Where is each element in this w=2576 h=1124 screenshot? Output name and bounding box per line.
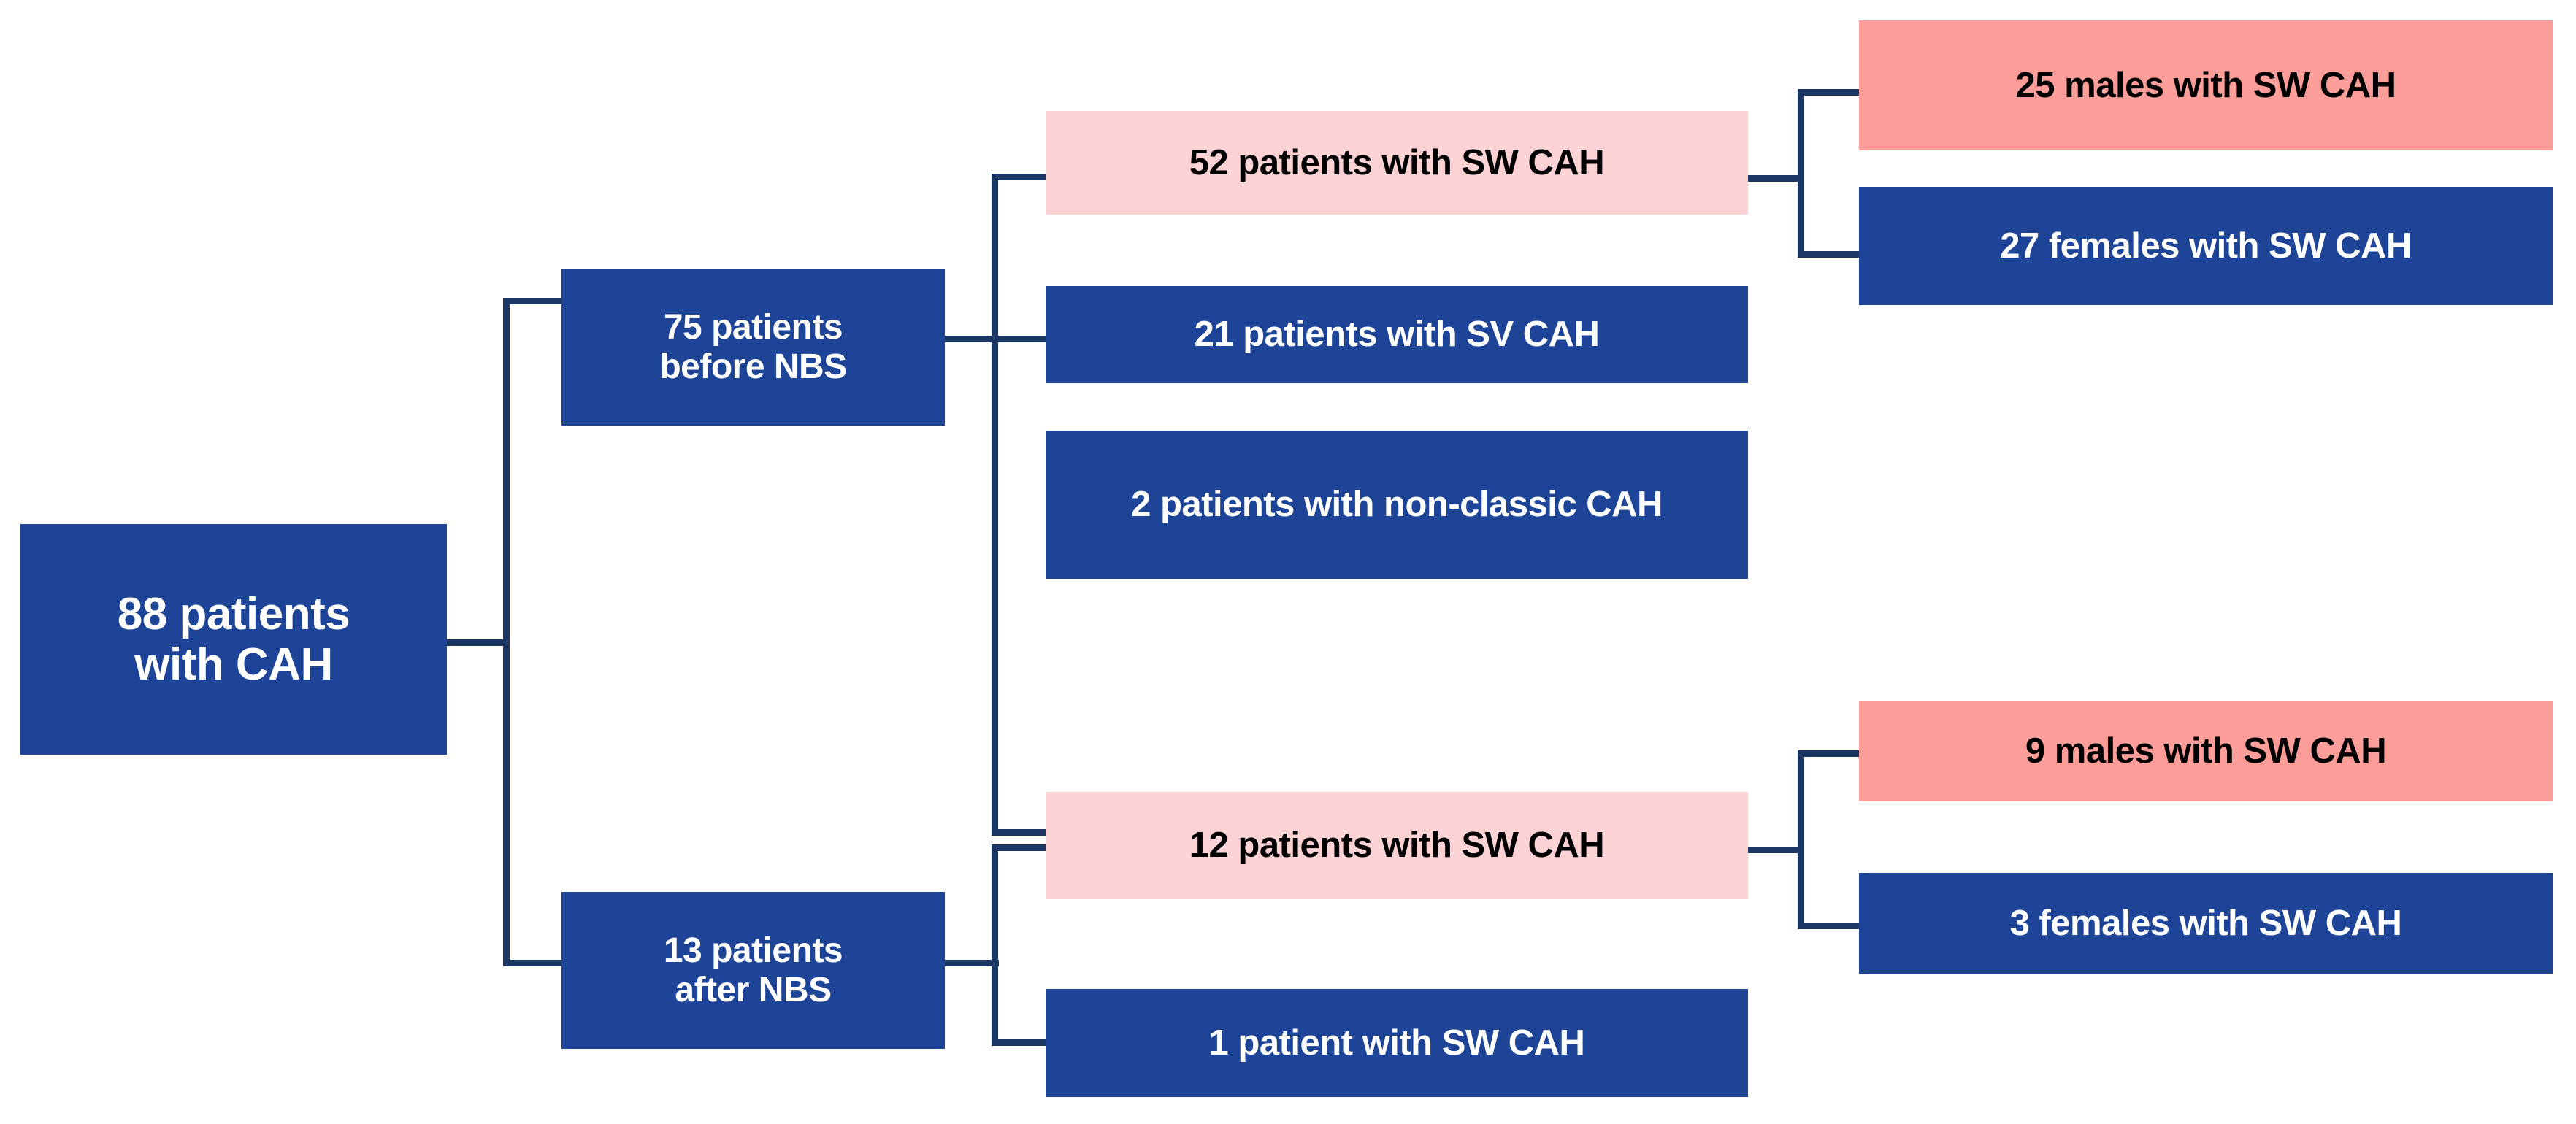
node-27-females-with-sw-cah: 27 females with SW CAH: [1859, 187, 2553, 305]
connector-after-sw-to-females: [1798, 923, 1860, 929]
connector-before-nbs-trunk: [992, 174, 998, 835]
connector-before-nbs-stub: [940, 336, 999, 342]
connector-root-to-before-nbs: [503, 298, 561, 304]
node-21-patients-with-sv-cah: 21 patients with SV CAH: [1046, 286, 1748, 383]
connector-root-trunk: [503, 298, 510, 966]
node-label: 12 patients with SW CAH: [1189, 825, 1605, 866]
node-1-patient-with-sw-cah: 1 patient with SW CAH: [1046, 989, 1748, 1097]
connector-before-nbs-to-nonclassic: [992, 829, 1050, 836]
node-label: 9 males with SW CAH: [2025, 731, 2387, 771]
node-2-patients-with-non-classic-cah: 2 patients with non-classic CAH: [1046, 431, 1748, 579]
connector-after-nbs-trunk: [992, 844, 998, 1045]
node-13-patients-after-nbs: 13 patients after NBS: [561, 892, 945, 1049]
node-label: 2 patients with non-classic CAH: [1131, 485, 1663, 525]
connector-before-sw-stub: [1748, 175, 1803, 182]
connector-after-sw-trunk: [1798, 750, 1804, 928]
connector-after-sw-to-males: [1798, 750, 1860, 757]
node-3-females-with-sw-cah: 3 females with SW CAH: [1859, 873, 2553, 974]
connector-after-sw-stub: [1748, 847, 1803, 853]
node-12-patients-with-sw-cah: 12 patients with SW CAH: [1046, 792, 1748, 899]
node-25-males-with-sw-cah: 25 males with SW CAH: [1859, 20, 2553, 150]
node-label: 52 patients with SW CAH: [1189, 142, 1605, 182]
node-label: 27 females with SW CAH: [2000, 226, 2412, 266]
node-root-88-patients-with-cah: 88 patients with CAH: [20, 524, 447, 755]
connector-after-nbs-to-sw: [992, 844, 1050, 851]
connector-root-to-after-nbs: [503, 960, 561, 966]
connector-before-sw-trunk: [1798, 89, 1804, 258]
node-label: 13 patients after NBS: [663, 931, 843, 1009]
connector-after-nbs-stub: [940, 960, 999, 966]
connector-before-sw-to-females: [1798, 251, 1860, 258]
node-label: 75 patients before NBS: [659, 307, 847, 386]
node-label: 25 males with SW CAH: [2015, 65, 2396, 105]
connector-root-stub: [447, 639, 510, 646]
node-label: 1 patient with SW CAH: [1208, 1023, 1585, 1063]
connector-after-nbs-to-sw-single: [992, 1039, 1050, 1046]
connector-before-nbs-to-sv: [992, 336, 1050, 342]
node-label: 21 patients with SV CAH: [1194, 315, 1600, 355]
node-75-patients-before-nbs: 75 patients before NBS: [561, 269, 945, 426]
node-label: 3 females with SW CAH: [2009, 903, 2402, 943]
connector-before-sw-to-males: [1798, 89, 1860, 96]
node-9-males-with-sw-cah: 9 males with SW CAH: [1859, 701, 2553, 801]
connector-before-nbs-to-sw: [992, 174, 1050, 180]
node-label: 88 patients with CAH: [117, 588, 350, 690]
node-52-patients-with-sw-cah: 52 patients with SW CAH: [1046, 111, 1748, 215]
